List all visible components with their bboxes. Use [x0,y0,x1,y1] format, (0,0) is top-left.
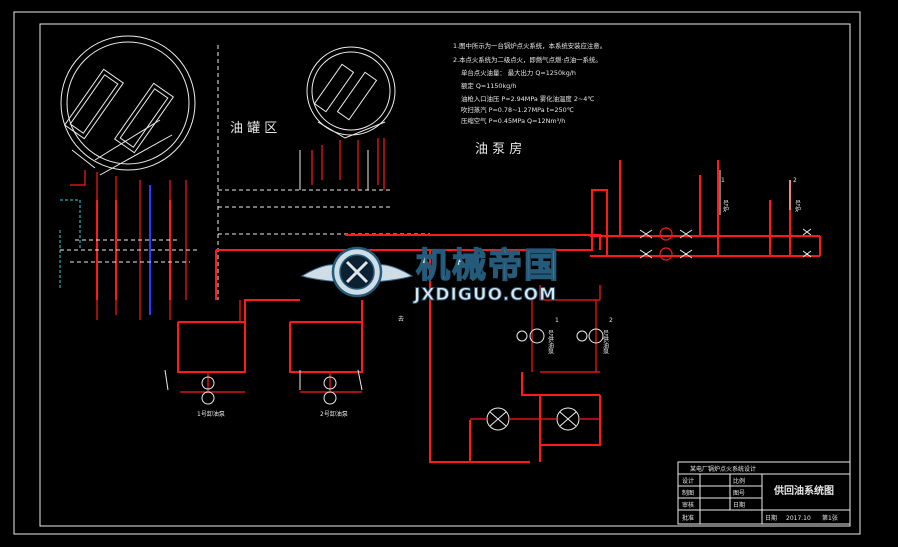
oil-heaters [470,407,600,431]
tb-row-2-a: 制图 [682,489,694,497]
vertical-connectors [239,170,791,322]
unload-pump-1-label: 1号卸油泵 [197,410,225,418]
tb-footer-mid: 2017.10 [786,515,811,522]
note-line: 单台点火油量： 最大出力 Q=1250kg/h [461,68,576,77]
supply-pump-1-name: 号供油泵 [547,330,554,354]
tb-row-3-a: 审核 [682,501,694,509]
drawing-title: 供回油系统图 [773,484,834,497]
supply-pump-2-name: 号供油泵 [602,330,609,354]
note-line: 2.本点火系统为二级点火，即燃气点燃·点油一系统。 [453,55,602,64]
watermark-cn: 机械帝国 [416,246,560,286]
furnace-1-name: 号炉 [722,200,729,213]
watermark-logo: 机械帝国 JXDIGUO.COM [300,245,560,305]
tank-1-piping [59,170,200,320]
tb-row-2-c: 图号 [733,490,745,497]
note-line: 吹扫蒸汽 P=0.78~1.27MPa t=250℃ [461,105,574,114]
tb-row-1-c: 比例 [733,477,745,485]
note-line: 油枪入口油压 P=2.94MPa 雾化油温度 2~4℃ [461,94,595,103]
pump-room-label: 油 泵 房 [475,141,522,157]
supply-pump-2-num: 2 [609,317,613,324]
tb-footer-right: 第1张 [822,514,838,522]
furnace-1-num: 1 [721,177,725,184]
furnace-2-num: 2 [793,177,797,184]
outer-frame [13,11,861,535]
main-supply-header [215,160,821,300]
unloading-pumps [164,299,363,405]
oil-tank-2 [306,46,396,139]
note-line: 1.图中所示为一台锅炉点火系统，本系统安装应注意。 [453,41,606,50]
oil-tank-1 [60,35,196,176]
design-notes: 1.图中所示为一台锅炉点火系统，本系统安装应注意。 2.本点火系统为二级点火，即… [453,41,606,125]
supply-pump-1-num: 1 [555,317,559,324]
supply-pumps [429,250,604,463]
tb-footer-left: 日期 [765,514,777,522]
title-block: 某电厂锅炉点火系统设计 供回油系统图 设计 比例 制图 图号 审核 日期 批准 … [677,461,851,525]
tb-row-4-a: 批准 [682,514,694,522]
tb-row-3-c: 日期 [733,501,745,509]
school-name: 某电厂锅炉点火系统设计 [690,465,756,473]
watermark-en: JXDIGUO.COM [413,285,557,305]
branch-arrow-label: 去 [398,315,404,323]
furnace-2-name: 号炉 [794,200,801,213]
tank-area-boundary [217,45,430,300]
burner-valves [639,227,812,261]
inner-frame [39,23,851,527]
unload-pump-2-label: 2号卸油泵 [320,410,348,418]
note-line: 压缩空气 P=0.45MPa Q=12Nm³/h [461,116,565,125]
tank-area-label: 油 罐 区 [230,121,277,136]
tank-2-piping [299,138,385,190]
note-line: 额定 Q=1150kg/h [461,81,516,90]
tb-row-1-a: 设计 [682,477,694,485]
